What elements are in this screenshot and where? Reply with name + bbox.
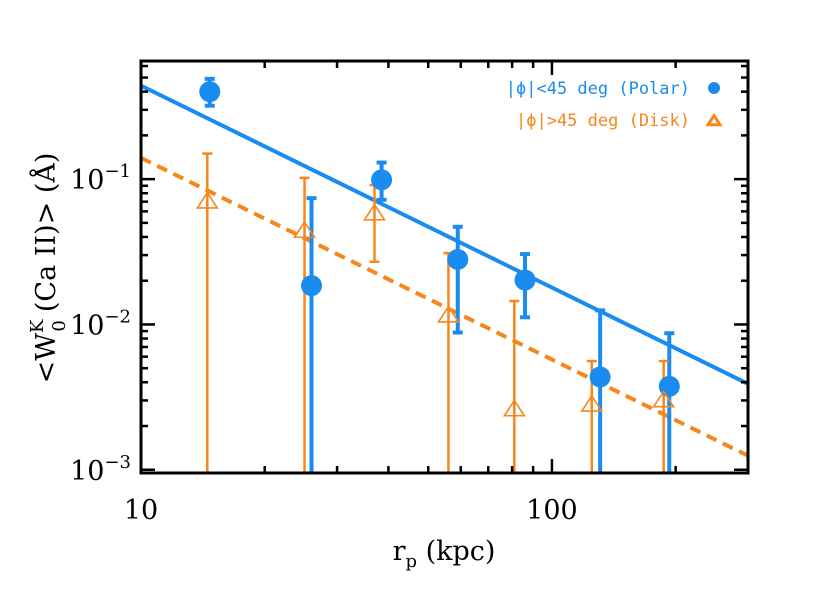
point-disk-1	[293, 220, 317, 239]
point-disk-3	[436, 305, 460, 323]
x-tick-label-1: 100	[526, 495, 578, 526]
y-tick-labels: 10−310−210−1	[70, 161, 131, 487]
y-tick-label-0: 10−3	[70, 452, 131, 487]
y-tick-label-base: 10	[70, 310, 104, 341]
point-disk-0	[195, 191, 219, 209]
fit-line-disk	[141, 156, 748, 458]
point-polar-4	[514, 269, 536, 291]
point-disk-2	[363, 203, 386, 221]
x-tick-labels: 10 100	[124, 495, 578, 526]
point-disk-5	[580, 394, 604, 412]
point-polar-2	[371, 169, 393, 191]
legend: |ϕ|<45 deg (Polar) |ϕ|>45 deg (Disk)	[506, 79, 723, 131]
x-axis-label: rp (kpc)	[393, 536, 496, 572]
svg-text:<WK0(Ca II)> (Å): <WK0(Ca II)> (Å)	[27, 153, 70, 384]
y-tick-label-1: 10−2	[70, 306, 131, 341]
x-tick-label-0: 10	[124, 495, 158, 526]
point-disk-4	[502, 398, 526, 417]
y-tick-label-base: 10	[70, 165, 104, 196]
plot-frame	[139, 59, 750, 475]
y-tick-label-exponent: −2	[104, 306, 131, 327]
legend-label-polar: |ϕ|<45 deg (Polar)	[506, 79, 690, 99]
y-tick-label-2: 10−1	[70, 161, 131, 196]
point-polar-1	[301, 275, 323, 297]
point-disk-6	[652, 389, 676, 408]
legend-marker-disk	[705, 112, 723, 127]
y-tick-label-exponent: −3	[104, 452, 131, 473]
legend-marker-polar	[708, 82, 720, 94]
fit-line-polar	[141, 83, 748, 386]
axis-ticks	[139, 61, 750, 473]
y-tick-label-exponent: −1	[104, 161, 131, 182]
legend-label-disk: |ϕ|>45 deg (Disk)	[516, 111, 690, 131]
y-axis-label: <WK0(Ca II)> (Å)	[27, 153, 70, 384]
point-polar-3	[447, 248, 469, 270]
point-polar-0	[199, 81, 221, 103]
y-tick-label-base: 10	[70, 456, 104, 487]
plot-area	[141, 76, 748, 473]
point-polar-5	[589, 366, 611, 388]
